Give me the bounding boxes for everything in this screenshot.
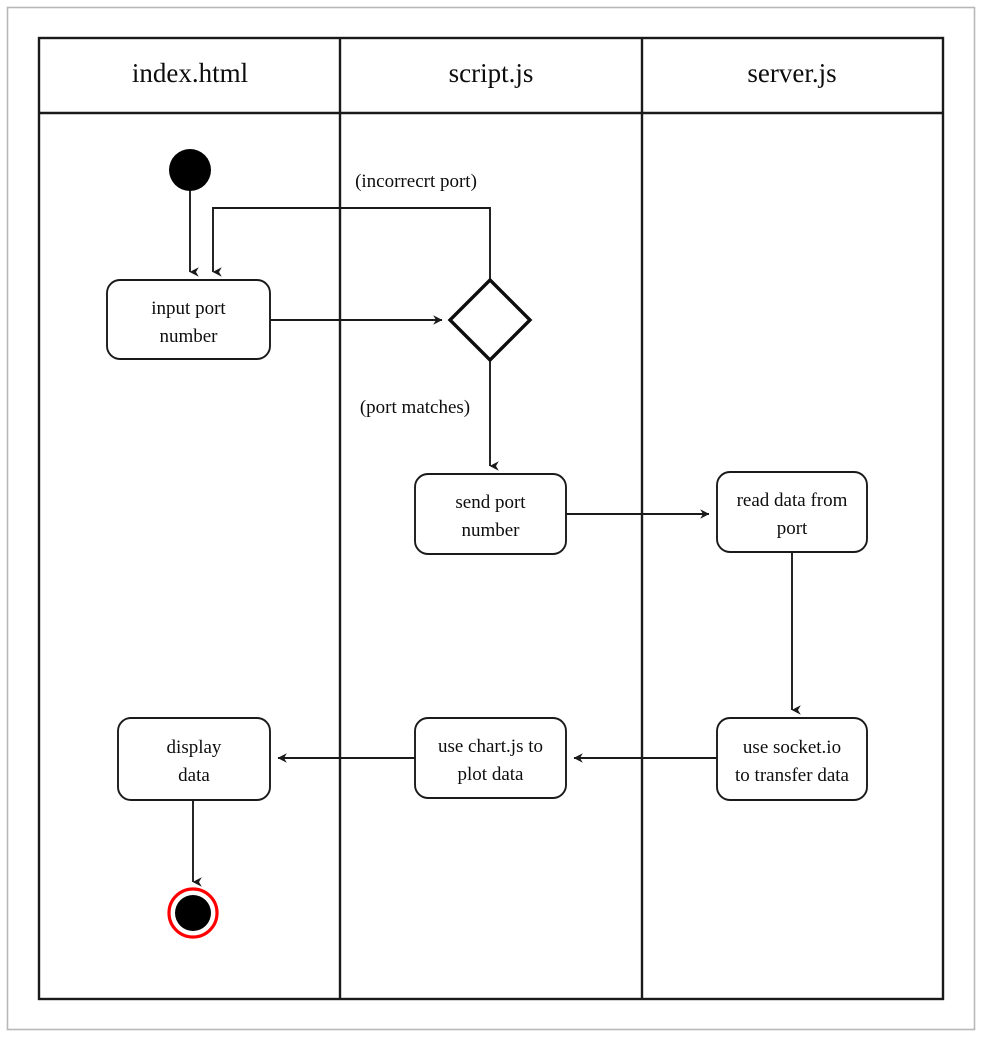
activity-label-line1: use socket.io [743, 737, 841, 758]
final-node-core [175, 895, 211, 931]
activity-label-line1: input port [151, 298, 226, 319]
activity-label-line2: number [461, 520, 520, 541]
edge-decision-to-input [212, 207, 491, 280]
activity-use-chartjs[interactable]: use chart.js to plot data [414, 717, 567, 799]
activity-label-line1: display [167, 737, 222, 758]
activity-read-data-from-port[interactable]: read data from port [716, 471, 868, 553]
activity-label-line2: data [178, 765, 210, 786]
activity-label-line2: port [777, 518, 808, 539]
activity-box-shape [414, 473, 567, 555]
final-node [167, 887, 219, 939]
activity-label-line2: plot data [458, 764, 525, 785]
outer-frame [6, 6, 976, 1031]
lane-header-script-js: script.js [449, 58, 534, 88]
activity-input-port-number[interactable]: input port number [106, 279, 271, 360]
activity-label-line2: to transfer data [735, 765, 850, 786]
activity-label-line1: read data from [737, 490, 848, 511]
decision-node-port-check[interactable] [447, 277, 533, 363]
activity-box-shape [716, 717, 868, 801]
lane-header-server-js: server.js [747, 58, 836, 88]
decision-diamond-shape [447, 277, 533, 363]
activity-box-shape [414, 717, 567, 799]
initial-node [169, 149, 211, 191]
activity-box-shape [716, 471, 868, 553]
activity-box-shape [117, 717, 271, 801]
activity-label-line2: number [159, 326, 218, 347]
activity-display-data[interactable]: display data [117, 717, 271, 801]
final-node-ring [167, 887, 219, 939]
edge-label-incorrect-port: (incorrecrt port) [355, 171, 477, 192]
activity-box-shape [106, 279, 271, 360]
activity-use-socket-io[interactable]: use socket.io to transfer data [716, 717, 868, 801]
edge-label-port-matches: (port matches) [360, 397, 470, 418]
activity-label-line1: use chart.js to [438, 736, 543, 757]
activity-send-port-number[interactable]: send port number [414, 473, 567, 555]
activity-label-line1: send port [455, 492, 526, 513]
lane-header-index-html: index.html [132, 58, 248, 88]
